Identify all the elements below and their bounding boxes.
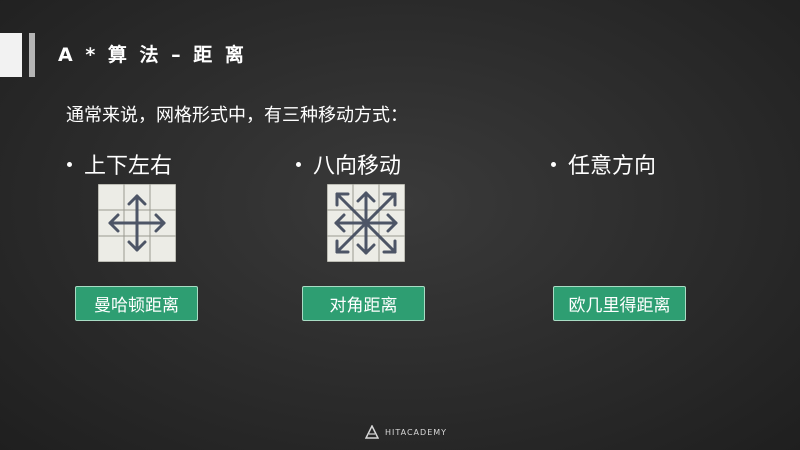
bullet-eight-direction: 八向移动	[296, 148, 401, 180]
arrow-right-icon	[364, 213, 398, 233]
brand-logo-icon	[365, 425, 379, 439]
euclidean-distance-tag: 欧几里得距离	[553, 286, 686, 321]
arrow-up-icon	[127, 194, 147, 225]
bullet-dot	[551, 161, 556, 167]
arrow-down-icon	[356, 221, 376, 255]
arrow-left-icon	[334, 213, 368, 233]
arrow-up-left-icon	[335, 192, 368, 225]
arrow-down-left-icon	[335, 221, 368, 254]
four-direction-grid-diagram	[98, 184, 176, 262]
brand-name: HITACADEMY	[385, 427, 448, 437]
title-bar-block	[0, 33, 22, 77]
arrow-up-right-icon	[364, 192, 397, 225]
bullet-four-direction: 上下左右	[67, 148, 172, 180]
bullet-label: 八向移动	[313, 154, 402, 179]
bullet-dot	[296, 161, 301, 167]
bullet-dot	[67, 161, 72, 167]
eight-direction-grid-diagram	[327, 184, 405, 262]
manhattan-distance-tag: 曼哈顿距离	[75, 286, 198, 321]
diagonal-distance-tag: 对角距离	[302, 286, 425, 321]
bullet-label: 任意方向	[568, 154, 657, 179]
bullet-label: 上下左右	[84, 154, 173, 179]
arrow-down-icon	[127, 221, 147, 252]
arrow-right-icon	[135, 213, 166, 233]
bullet-any-direction: 任意方向	[551, 148, 656, 180]
footer-brand: HITACADEMY	[365, 425, 447, 439]
page-title: A * 算 法 – 距 离	[58, 44, 247, 66]
arrow-left-icon	[108, 213, 139, 233]
intro-text: 通常来说，网格形式中，有三种移动方式：	[66, 105, 408, 126]
arrow-up-icon	[356, 191, 376, 225]
title-accent-bar	[29, 33, 35, 77]
arrow-down-right-icon	[364, 221, 397, 254]
